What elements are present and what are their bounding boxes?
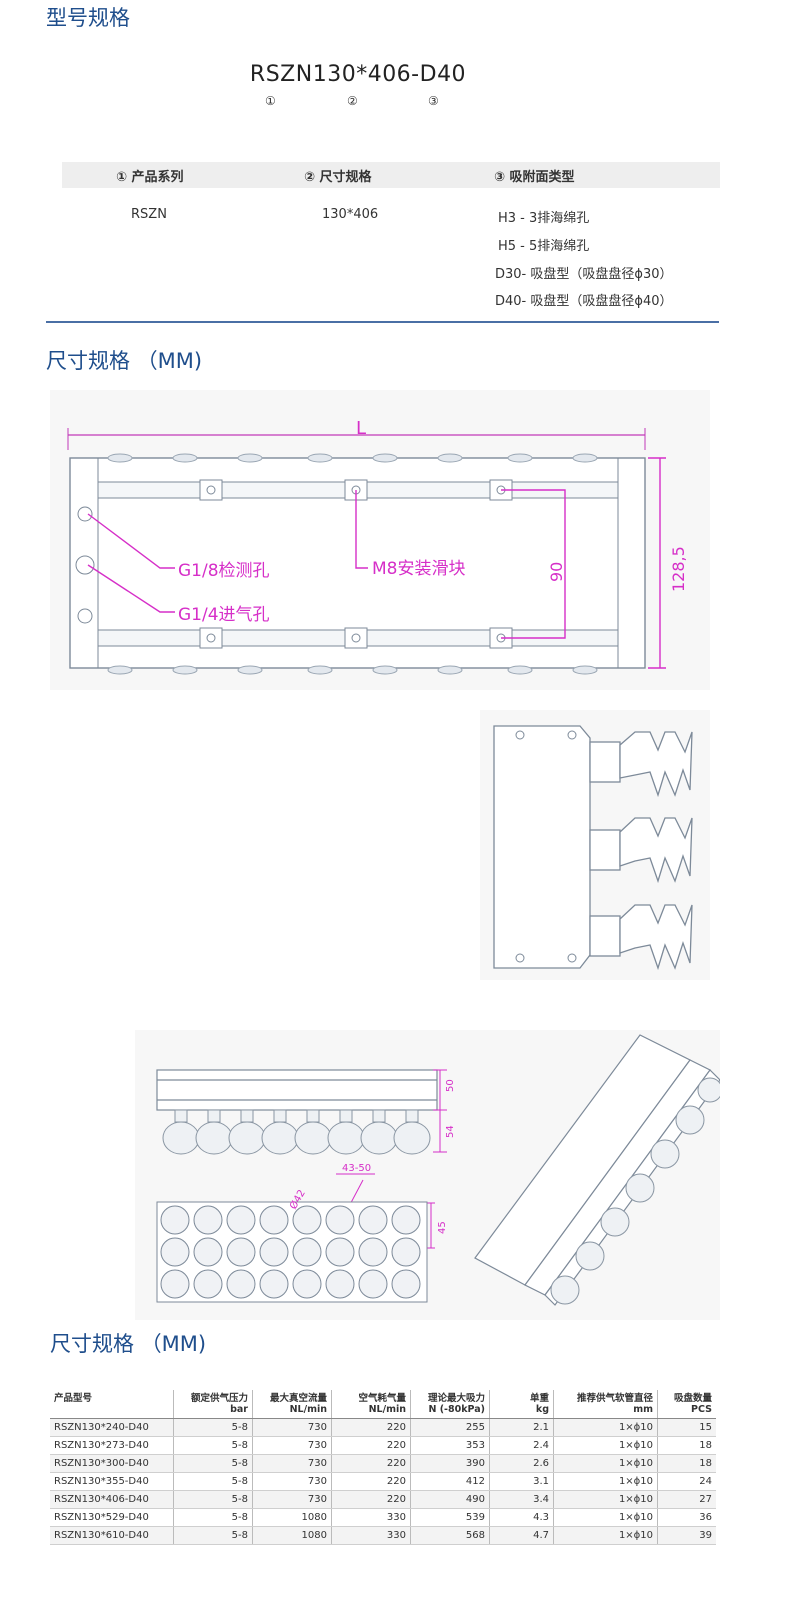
length-label: L [356,418,366,439]
inner-dim-label: 90 [547,562,566,582]
type-d40: D40- 吸盘型（吸盘盘径ϕ40） [495,294,673,309]
header-size: ② 尺寸规格 [304,170,372,185]
type-d30: D30- 吸盘型（吸盘盘径ϕ30） [495,267,673,282]
header-series: ① 产品系列 [116,170,184,185]
dim-top-label: 50 [445,1079,456,1092]
dim-bottom-label: 54 [445,1125,456,1138]
callout-g14: G1/4进气孔 [178,605,270,625]
size-value: 130*406 [322,207,379,222]
type-h3: H3 - 3排海绵孔 [498,211,590,226]
series-value: RSZN [131,207,167,222]
pitch-label: 43-50 [342,1163,371,1174]
spec-table-header: ① 产品系列 ② 尺寸规格 ③ 吸附面类型 [62,162,720,188]
section-title-model: 型号规格 [46,6,130,30]
top-view-drawing: L G1/8检测孔 M8安装滑块 G1/4进气孔 90 128,5 [50,390,710,690]
callout-g18: G1/8检测孔 [178,561,270,581]
callout-m8: M8安装滑块 [372,559,465,579]
side-view-drawing [480,710,710,980]
height-dim-label: 128,5 [669,546,688,592]
type-h5: H5 - 5排海绵孔 [498,239,590,254]
marker-2: ② [347,94,358,108]
row-pitch-label: 45 [437,1221,448,1234]
col-model: 产品型号 [50,1390,174,1419]
section-title-dimensions: 尺寸规格 （MM) [46,349,203,373]
header-type: ③ 吸附面类型 [494,170,575,185]
section-divider [46,321,719,323]
section-title-table: 尺寸规格 （MM) [50,1332,207,1356]
model-code: RSZN130*406-D40 [249,62,467,87]
detail-views-drawing: 50 54 Ø42 43-50 45 [135,1030,723,1320]
marker-3: ③ [428,94,439,108]
marker-1: ① [265,94,276,108]
